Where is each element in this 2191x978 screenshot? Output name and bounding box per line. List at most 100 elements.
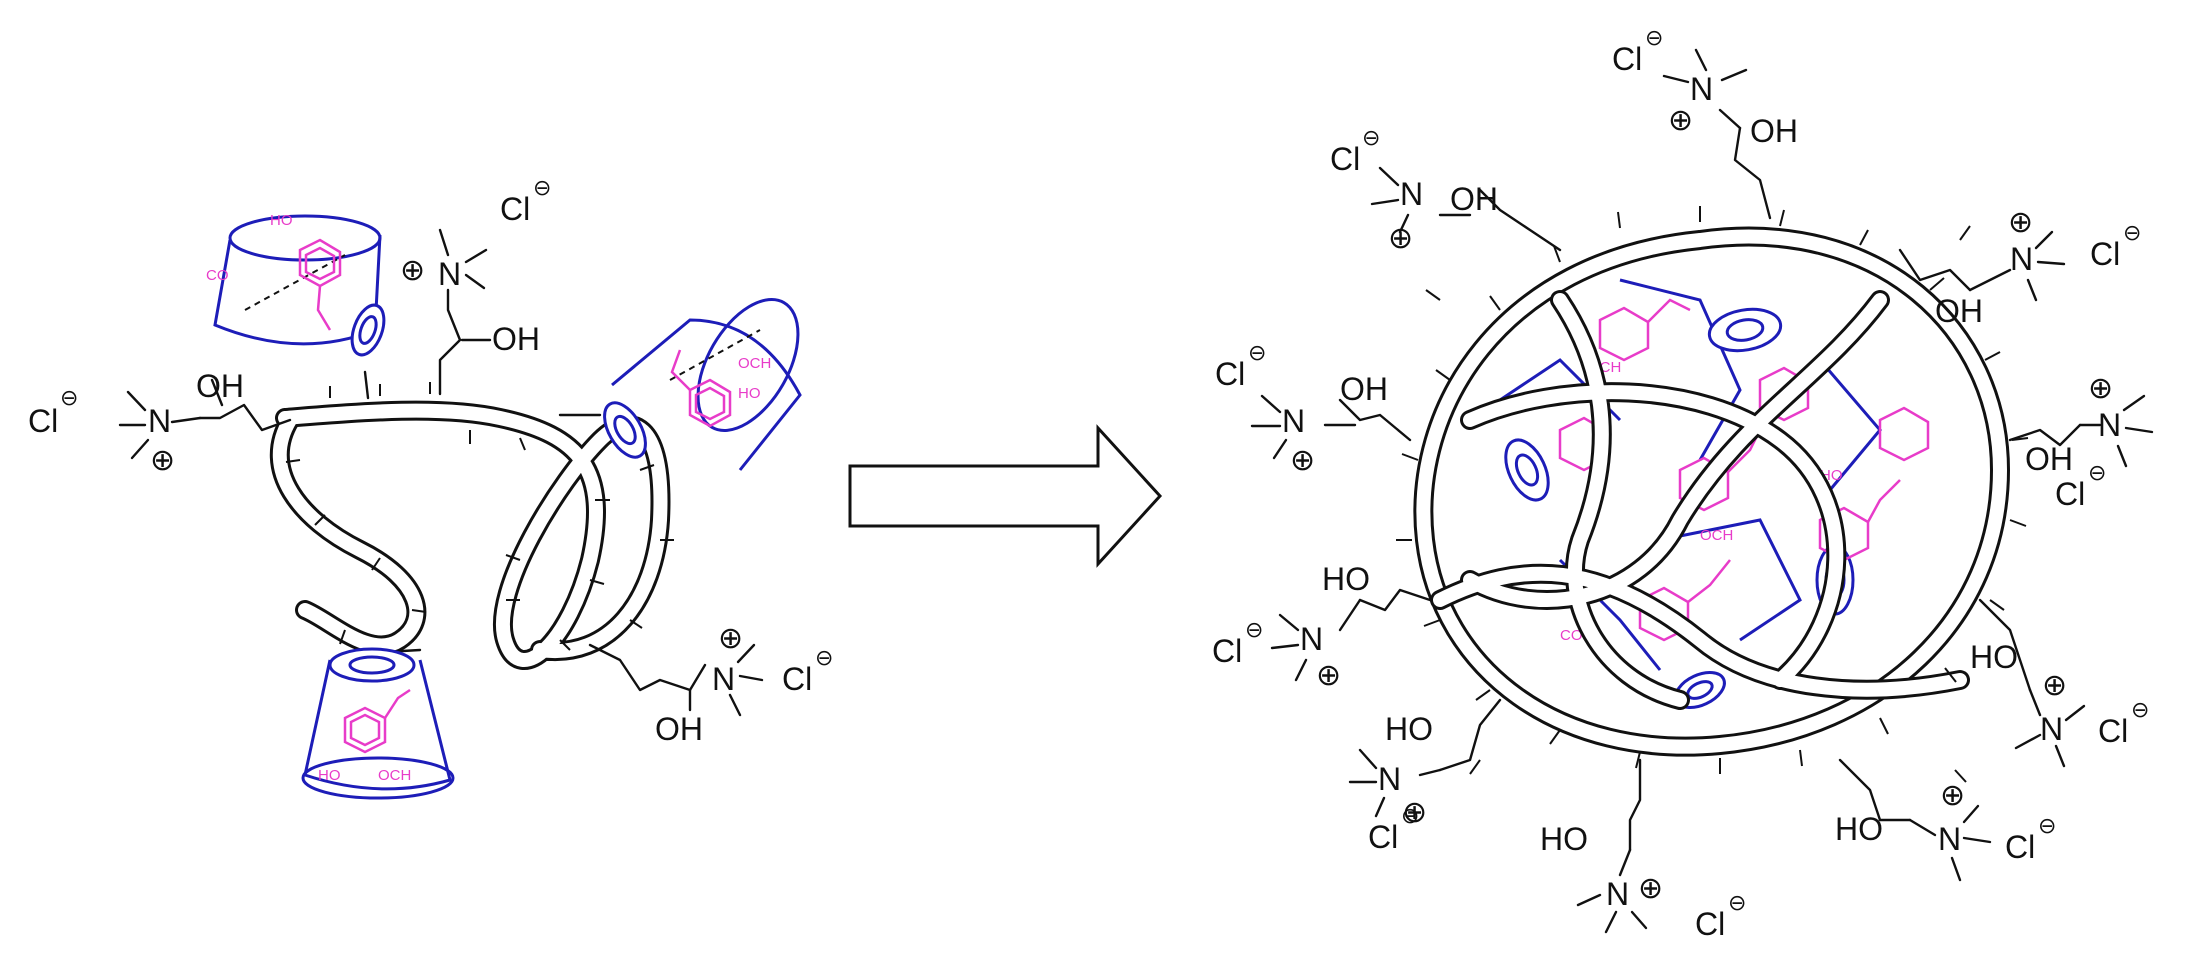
plus-charge: ⊕ [1388,222,1413,255]
minus-charge: ⊖ [815,645,833,670]
backbone-ticks [1396,206,2029,783]
ferulic-acid-guest-icon: OCH HO [670,349,771,428]
plus-charge: ⊕ [400,254,425,287]
plus-charge: ⊕ [2008,206,2033,239]
hydroxyl-label: OH [196,368,244,404]
nitrogen-label: N [2010,241,2033,277]
chloride-label: Cl [500,191,530,227]
right-ammonium-arm: OH N ⊕ Cl ⊖ [588,622,833,747]
methoxy-ring-label: OCH [738,355,771,372]
chloride-label: Cl [782,661,812,697]
minus-charge: ⊖ [2038,813,2056,838]
hydroxyl-label: HO [1540,821,1588,857]
linear-polymer-panel: OH N ⊕ Cl ⊖ OH N ⊕ Cl ⊖ OH [28,175,833,800]
left-ammonium-arm: OH N ⊕ Cl ⊖ [28,368,292,477]
minus-charge: ⊖ [533,175,551,200]
nitrogen-label: N [1400,176,1423,212]
minus-charge: ⊖ [1401,803,1419,828]
methoxy-ring-label: OCH [1700,527,1733,544]
hydroxyl-ring-label: HO [270,212,293,229]
chloride-label: Cl [1695,906,1725,942]
chloride-label: Cl [1215,356,1245,392]
nitrogen-label: N [1300,621,1323,657]
nitrogen-label: N [1606,876,1629,912]
minus-charge: ⊖ [1645,25,1663,50]
chloride-label: Cl [2090,236,2120,272]
ferulic-acid-guest-icon: HO CO [206,212,342,331]
cyclodextrin-cone-icon: HO OCH [301,647,455,800]
plus-charge: ⊕ [718,622,743,655]
hydroxyl-label: OH [1450,181,1498,217]
nanoparticle-backbone-icon [1396,206,2029,783]
hydroxyl-label: OH [655,711,703,747]
nitrogen-label: N [148,403,171,439]
plus-charge: ⊕ [1940,779,1965,812]
linear-backbone-icon [269,382,674,670]
hydroxyl-ring-label: HO [738,385,761,402]
hydroxyl-label: OH [2025,441,2073,477]
minus-charge: ⊖ [60,385,78,410]
ammonium-arm: HO N ⊕ Cl ⊖ [1212,561,1432,692]
hydroxyl-label: OH [492,321,540,357]
ammonium-arm: HO N ⊕ Cl ⊖ [1348,698,1502,855]
hydroxyl-label: OH [1750,113,1798,149]
chloride-label: Cl [1330,141,1360,177]
hydroxyl-label: HO [1970,639,2018,675]
ammonium-arm: HO N ⊕ Cl ⊖ [1540,758,1746,942]
ferulic-acid-guest-icon: HO OCH [318,688,411,784]
backbone-ticks [285,382,674,651]
nitrogen-label: N [2098,407,2121,443]
chloride-label: Cl [1368,819,1398,855]
cyclodextrin-cone-icon: HO CO [206,212,386,400]
hydroxyl-ring-label: HO [318,767,341,784]
hydroxyl-label: HO [1322,561,1370,597]
hydroxyl-label: HO [1835,811,1883,847]
minus-charge: ⊖ [1248,340,1266,365]
plus-charge: ⊕ [1402,796,1427,829]
chloride-label: Cl [2055,476,2085,512]
nitrogen-label: N [712,661,735,697]
plus-charge: ⊕ [1668,104,1693,137]
nitrogen-label: N [438,256,461,292]
plus-charge: ⊕ [2088,372,2113,405]
hydroxyl-label: HO [1385,711,1433,747]
hydroxyl-label: OH [1340,371,1388,407]
cyclodextrin-cone-icon [1504,438,1550,502]
methoxy-ring-label: OCH [378,767,411,784]
ammonium-arm: HO N ⊕ Cl ⊖ [1835,758,2056,882]
nitrogen-label: N [2040,711,2063,747]
minus-charge: ⊖ [2088,460,2106,485]
minus-charge: ⊖ [2123,220,2141,245]
minus-charge: ⊖ [2131,697,2149,722]
methoxy-ring-label: CO [1560,627,1583,644]
nitrogen-label: N [1938,821,1961,857]
assembled-nanoparticle-panel: OCH OCH HO CO [1212,25,2154,942]
chloride-label: Cl [2098,713,2128,749]
methoxy-ring-label: CO [206,267,229,284]
cyclodextrin-cone-icon: OCH HO [558,298,802,471]
reaction-arrow-icon [848,424,1163,568]
chloride-label: Cl [1612,41,1642,77]
minus-charge: ⊖ [1362,125,1380,150]
nitrogen-label: N [1690,71,1713,107]
ammonium-arm: OH N ⊕ Cl ⊖ [1215,340,1412,477]
plus-charge: ⊕ [1290,444,1315,477]
minus-charge: ⊖ [1728,890,1746,915]
cyclodextrin-cone-icon [1707,307,1783,353]
plus-charge: ⊕ [1638,872,1663,905]
plus-charge: ⊕ [2042,669,2067,702]
ammonium-arm: OH N ⊕ Cl ⊖ [2008,372,2154,512]
nitrogen-label: N [1282,403,1305,439]
nitrogen-label: N [1378,761,1401,797]
hydroxyl-label: OH [1935,293,1983,329]
ammonium-arm: HO N ⊕ Cl ⊖ [1970,598,2149,768]
chloride-label: Cl [1212,633,1242,669]
plus-charge: ⊕ [1316,659,1341,692]
ammonium-arm: OH N ⊕ Cl ⊖ [1330,125,1562,255]
ammonium-arm: OH N ⊕ Cl ⊖ [1612,25,1798,220]
chloride-label: Cl [2005,829,2035,865]
top-ammonium-arm: OH N ⊕ Cl ⊖ [400,175,551,396]
minus-charge: ⊖ [1245,617,1263,642]
chloride-label: Cl [28,403,58,439]
